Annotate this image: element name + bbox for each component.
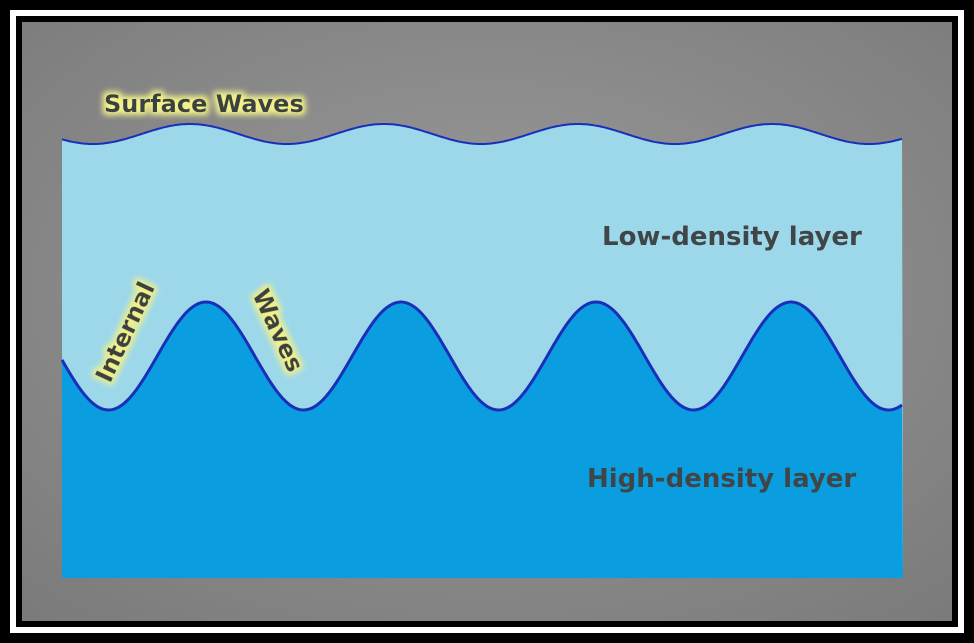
- surface-waves-label: Surface Waves: [104, 90, 304, 118]
- surface-wave-line: [61, 123, 903, 145]
- internal-wave-line: [60, 300, 903, 412]
- high-density-layer-label: High-density layer: [587, 464, 856, 494]
- low-density-layer-label: Low-density layer: [602, 222, 862, 252]
- high-density-layer: [62, 302, 903, 578]
